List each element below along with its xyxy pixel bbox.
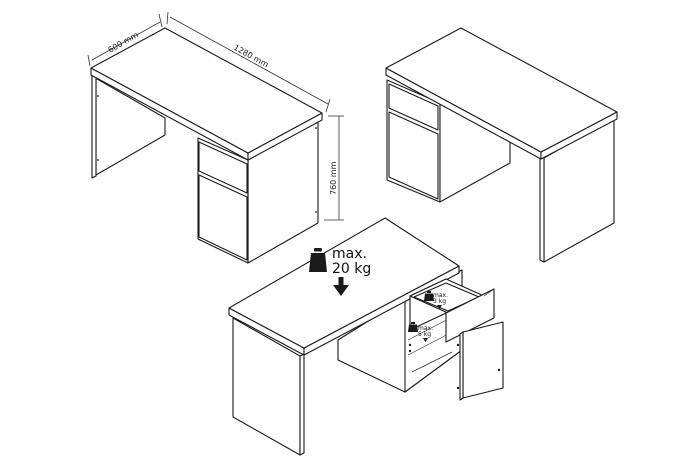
hole-mark [315, 211, 317, 213]
door-hinge-dot [497, 368, 501, 372]
drawer-front [388, 83, 439, 131]
desktop-load-line2: 20 kg [332, 261, 371, 277]
hole-mark [97, 159, 99, 161]
drawer-edge [483, 288, 495, 297]
desk-view-mirrored [385, 27, 618, 263]
desktop-surface [385, 27, 618, 153]
open-door-panel [462, 321, 504, 399]
down-arrow-icon [423, 338, 428, 342]
desktop-surface [228, 217, 460, 349]
desktop-load-line1: max. [332, 246, 367, 262]
inner-back-line [411, 351, 453, 373]
weight-icon [424, 291, 434, 301]
width-dim-line [169, 16, 329, 105]
drawer-load-line2: 3 kg [433, 298, 446, 305]
down-arrow-icon [333, 277, 349, 296]
right-panel-face [539, 155, 545, 263]
hole-mark [97, 95, 99, 97]
left-panel-edge [299, 353, 305, 456]
depth-dim-ext [87, 54, 91, 67]
depth-dim-line [91, 21, 161, 61]
door-hinge-dot [456, 343, 460, 347]
hole-mark [315, 127, 317, 129]
weight-icon [408, 322, 418, 332]
shelf-load-line2: 5 kg [418, 331, 431, 338]
width-dim-ext [325, 98, 331, 113]
left-panel-face [91, 71, 97, 179]
weight-icon [309, 248, 327, 272]
height-dimension-label: 760 mm [329, 161, 338, 195]
drawer-front-panel [445, 288, 495, 343]
depth-dim-ext [158, 13, 163, 28]
desktop-surface [90, 27, 323, 154]
down-arrow-icon [437, 305, 442, 309]
desk-view-dimensioned: 600 mm 1280 mm 760 mm [87, 11, 344, 264]
desk-view-open: max. 20 kg max. 3 kg max. 5 kg [228, 217, 504, 456]
shelf-load-line1: max. [418, 325, 433, 332]
open-door-edge [459, 331, 464, 401]
drawer-front [198, 141, 248, 194]
door-hinge-dot [456, 386, 460, 390]
width-dimension-label: 1280 mm [232, 43, 270, 70]
drawer-load-line1: max. [433, 292, 448, 299]
door-front [198, 174, 248, 261]
door-front [388, 111, 439, 200]
width-dim-ext [166, 11, 169, 25]
hardware-dot [408, 343, 412, 347]
hardware-dot [408, 349, 412, 353]
